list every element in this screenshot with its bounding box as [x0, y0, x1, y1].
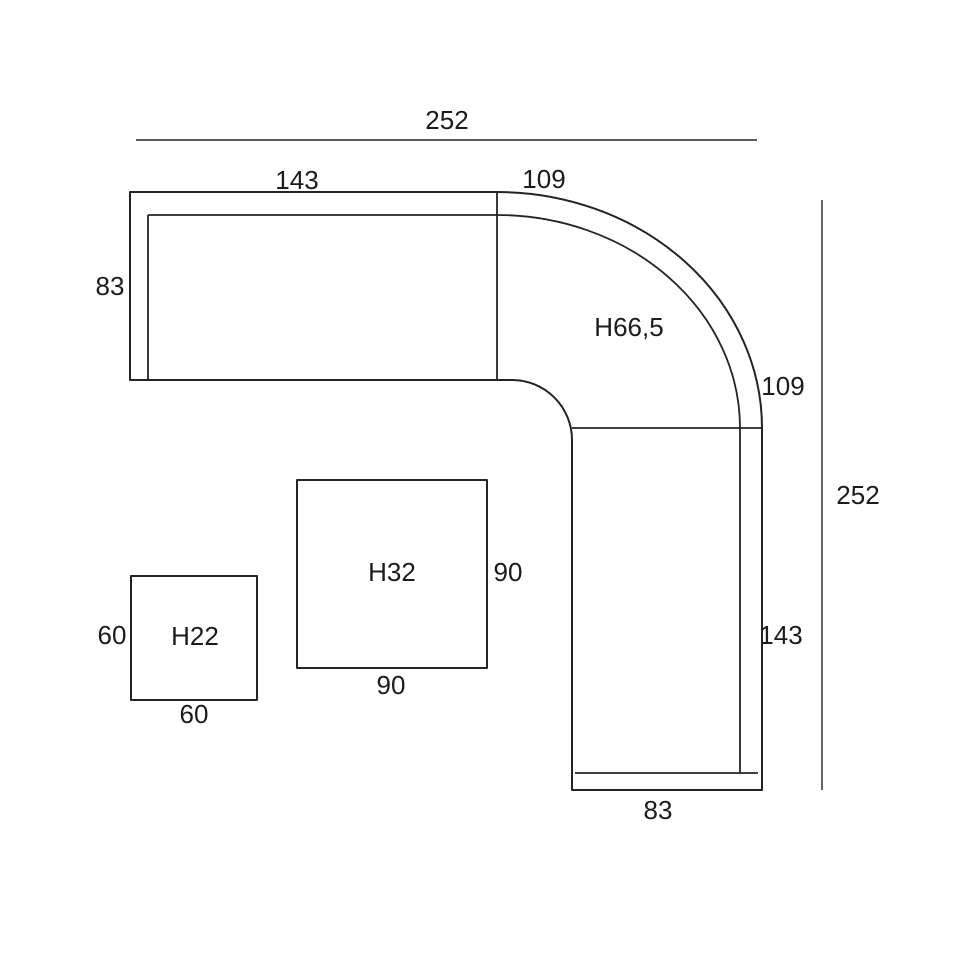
label-left-arm-width: 143 — [275, 165, 318, 195]
label-corner-width-top: 109 — [522, 164, 565, 194]
label-large-table-width: 90 — [377, 670, 406, 700]
small-table-outline — [130, 575, 258, 701]
label-corner-height: H66,5 — [594, 312, 663, 342]
label-corner-width-right: 109 — [761, 371, 804, 401]
label-small-table-width: 60 — [180, 699, 209, 729]
label-right-arm-length: 143 — [759, 620, 802, 650]
label-overall-width: 252 — [425, 105, 468, 135]
sofa-backrest-inner-line — [148, 214, 741, 773]
sofa-outer-outline — [129, 191, 763, 791]
label-overall-depth: 252 — [836, 480, 879, 510]
label-large-table-height: H32 — [368, 557, 416, 587]
large-table-outline — [296, 479, 488, 669]
label-small-table-depth: 60 — [98, 620, 127, 650]
label-left-arm-depth: 83 — [96, 271, 125, 301]
label-large-table-depth: 90 — [494, 557, 523, 587]
label-right-arm-width: 83 — [644, 795, 673, 825]
label-small-table-height: H22 — [171, 621, 219, 651]
